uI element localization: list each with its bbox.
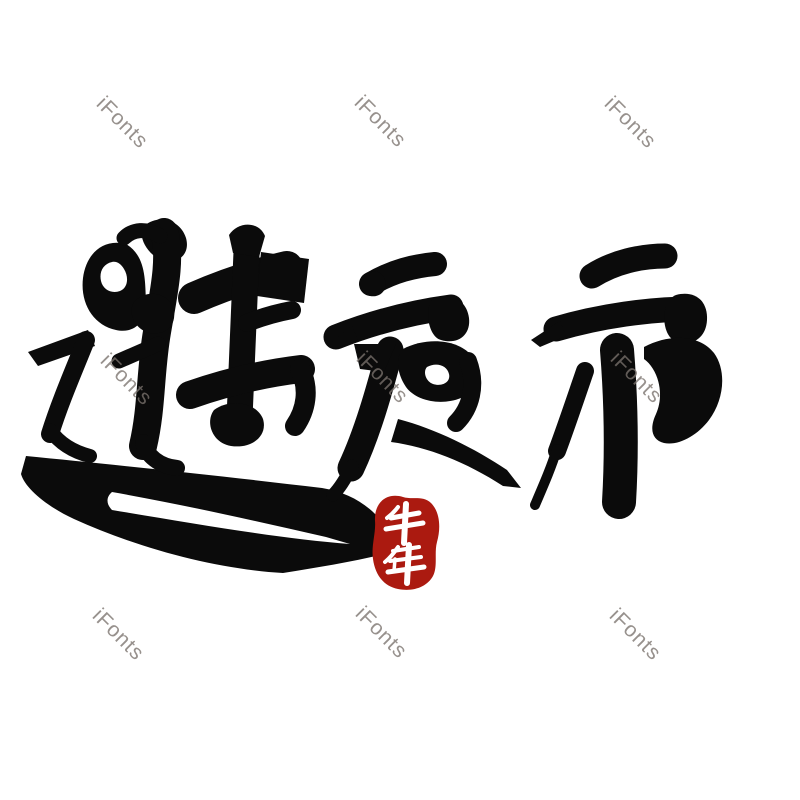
stroke-shi-left-leg [548,362,594,460]
stroke-wang-vertical-flare [229,224,265,257]
stroke-shi-middle-vertical [600,333,638,519]
stroke-shi-right-mass [644,337,723,444]
stroke-shi-left-leg-tip [530,444,562,510]
stroke-ye-horizontal-right-bulge [428,296,470,342]
nian-diagonal [383,545,400,564]
stroke-ye-horizontal-left-taper [330,326,358,348]
stroke-quan-top-hook [116,223,168,246]
seal-char-nian [383,542,427,586]
seal-char-niu [383,501,426,546]
niu-vertical [401,501,409,546]
stroke-wang-middle-horizontal [238,301,301,332]
niu-diagonal [385,505,400,520]
stroke-ye-vertical-taper [326,459,359,502]
stroke-chuo-diagonal [41,331,95,443]
stroke-ye-xi-white-notch [425,364,450,385]
stroke-shi-horizontal-right-bulge [664,293,708,343]
stroke-quan-mid-blob [131,293,175,334]
stroke-wang-vertical [226,227,260,443]
nian-vertical [404,542,412,586]
stroke-ye-xi-hook [447,352,482,432]
seal-stamp [372,495,440,590]
stroke-chuo-foot [43,423,97,463]
stroke-chuo-sweep [21,456,397,573]
stroke-wang-bottom-flare [210,403,264,447]
stroke-wang-bottom-horizontal [176,355,315,409]
calligraphy-character-ye [323,252,521,502]
stroke-wang-bottom-hook [285,359,316,436]
calligraphy-character-shi [530,243,723,519]
stroke-ye-vertical-flare [354,344,396,372]
calligraphy-character-guang [21,218,397,573]
stroke-ye-sweep [391,419,521,488]
stroke-quan-left-spur [111,336,166,369]
stroke-wang-top-right-chunk [257,252,309,303]
stroke-shi-horizontal-left-taper [531,321,566,347]
stroke-ye-top-left-blob [359,271,386,297]
stroke-quan-tail [135,434,185,476]
stroke-chuo-dot [82,242,147,331]
stroke-shi-top [579,243,678,289]
